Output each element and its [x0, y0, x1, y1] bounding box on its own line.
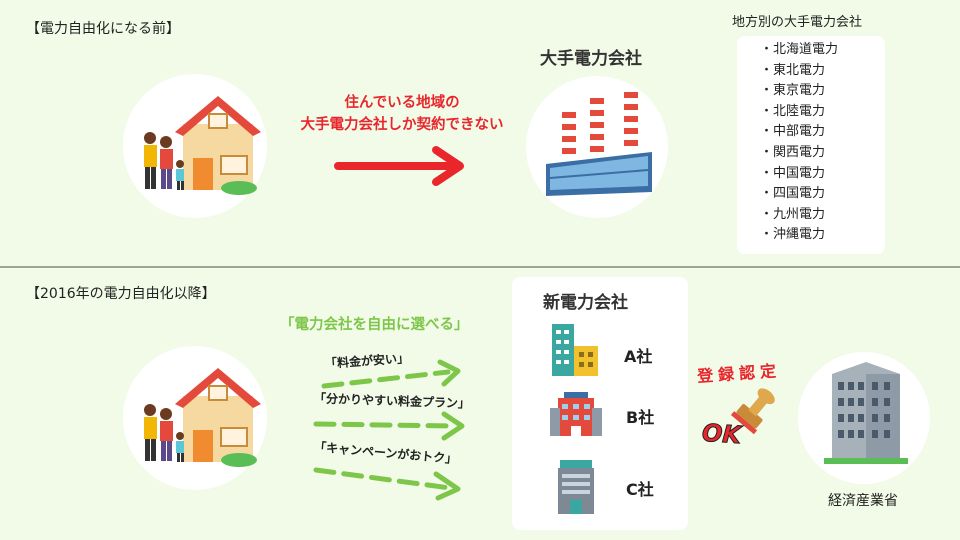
new-companies-title: 新電力会社	[543, 293, 628, 313]
regional-company-item: ・東京電力	[760, 83, 826, 99]
before-section-title: 【電力自由化になる前】	[26, 21, 180, 37]
new-companies-card	[512, 277, 688, 530]
caption-line-2: 大手電力会社しか契約できない	[300, 117, 504, 133]
family-icon	[144, 132, 184, 190]
arrow-icon	[334, 146, 464, 186]
building-icon	[550, 392, 602, 436]
ministry-building-icon	[824, 362, 908, 464]
arrow-icon	[313, 411, 465, 441]
company-b-label: B社	[626, 408, 655, 427]
regional-company-item: ・関西電力	[760, 144, 826, 160]
company-a-label: A社	[624, 347, 653, 366]
regional-list-card	[737, 36, 885, 254]
regional-list-title: 地方別の大手電力会社	[732, 15, 863, 30]
free-choice-headline: 「電力会社を自由に選べる」	[280, 317, 469, 333]
arrow-icon	[313, 467, 461, 501]
regional-company-item: ・中国電力	[760, 165, 826, 181]
regional-company-list: ・北海道電力・東北電力・東京電力・北陸電力・中部電力・関西電力・中国電力・四国電…	[760, 40, 838, 246]
regional-company-item: ・中部電力	[760, 124, 826, 140]
regional-company-item: ・沖縄電力	[760, 227, 826, 243]
regional-company-item: ・北海道電力	[760, 42, 839, 57]
family-icon	[144, 404, 184, 462]
regional-company-item: ・四国電力	[760, 186, 826, 202]
building-icon	[552, 324, 598, 376]
section-divider	[0, 266, 960, 268]
ministry-label: 経済産業省	[828, 493, 898, 509]
stamp-icon	[730, 388, 775, 435]
house-icon	[175, 96, 261, 195]
house-icon	[175, 368, 261, 467]
regional-company-item: ・北陸電力	[760, 103, 826, 119]
caption-line-1: 住んでいる地域の	[344, 95, 460, 111]
major-company-title: 大手電力会社	[540, 49, 642, 69]
regional-company-item: ・東北電力	[760, 62, 826, 78]
regional-company-item: ・九州電力	[760, 206, 826, 222]
building-icon	[558, 460, 594, 514]
power-plant-icon	[546, 92, 652, 196]
company-c-label: C社	[626, 480, 654, 499]
arrow-icon	[321, 359, 461, 389]
ok-stamp-text: OK	[701, 418, 743, 450]
after-section-title: 【2016年の電力自由化以降】	[26, 286, 216, 302]
